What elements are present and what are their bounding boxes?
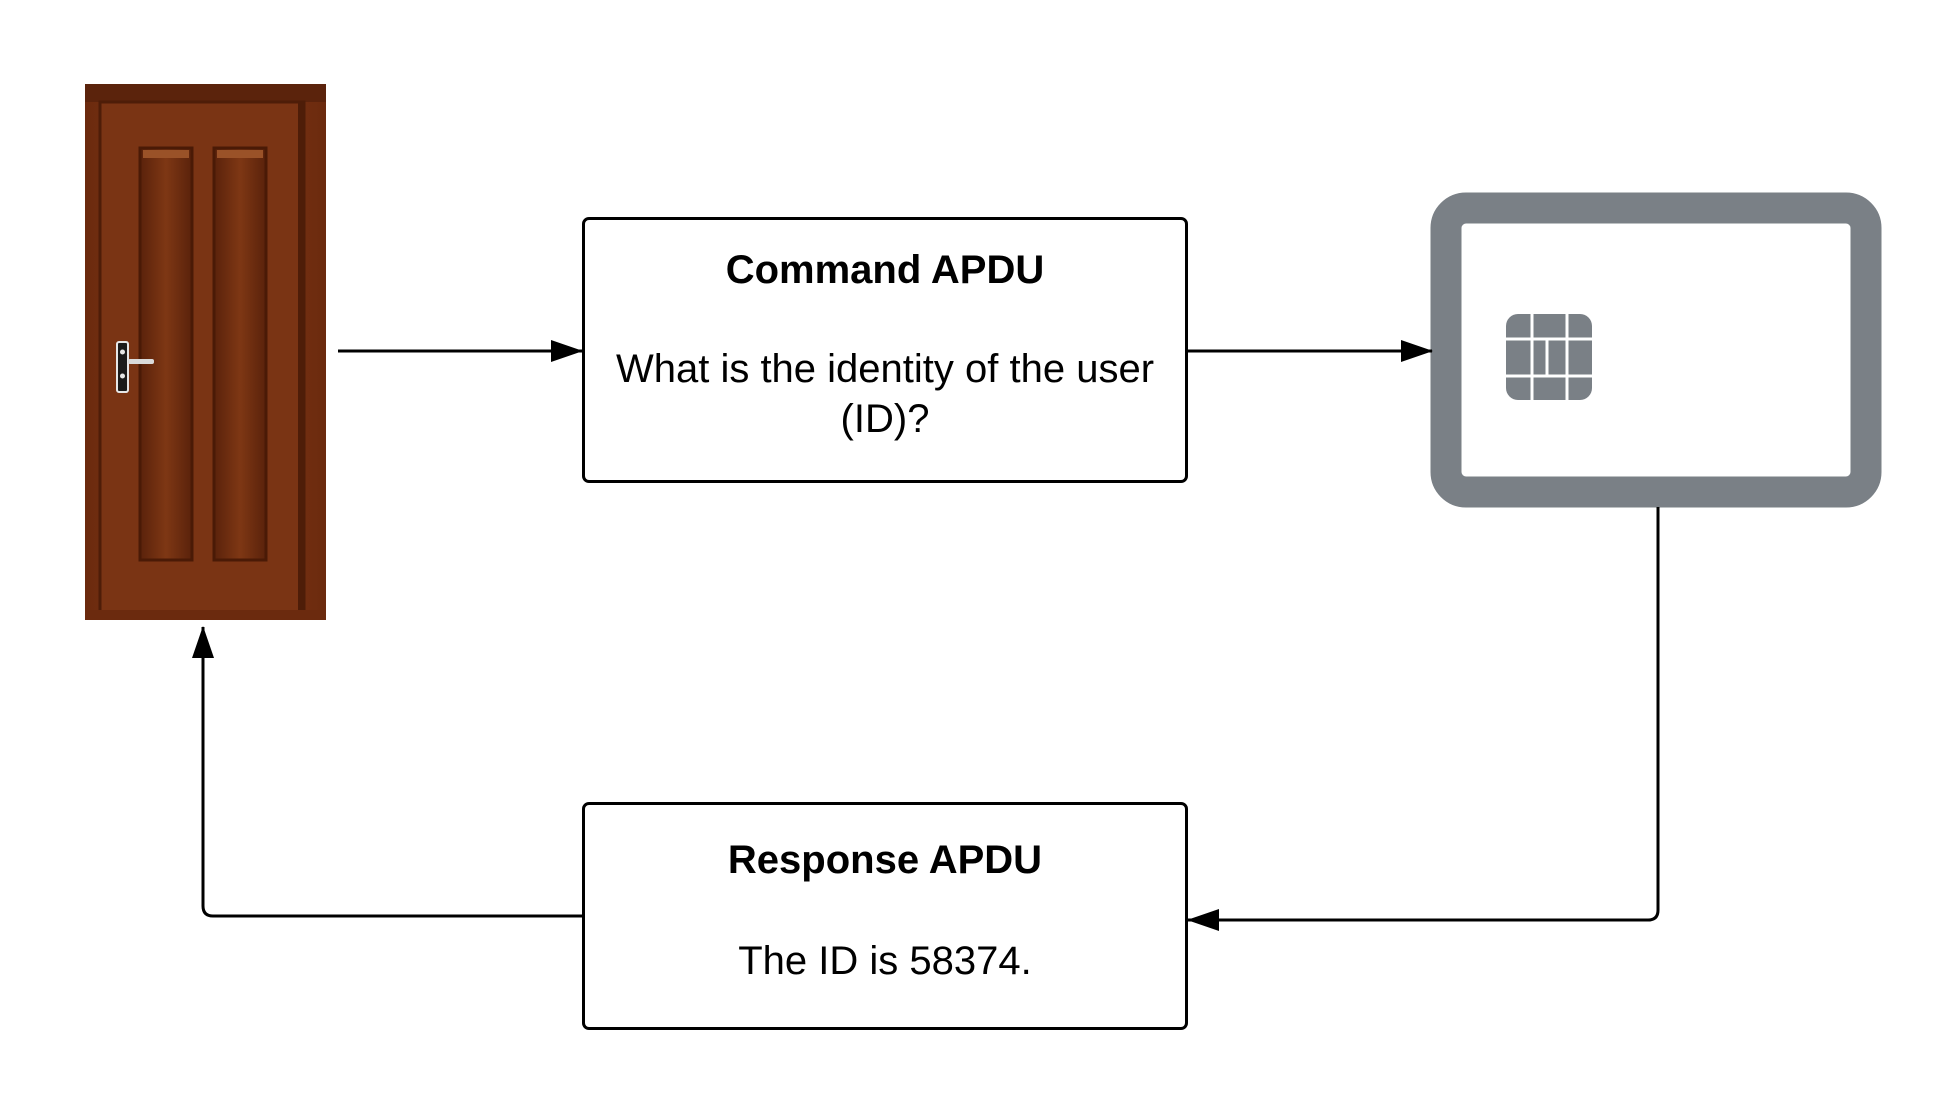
connector-response-to-door [192,626,582,918]
connector-card-to-response [1187,507,1660,931]
response-apdu-box: Response APDU The ID is 58374. [582,802,1188,1030]
command-apdu-box: Command APDU What is the identity of the… [582,217,1188,483]
chip-icon [1506,314,1592,400]
smart-card-icon [1430,192,1882,508]
command-apdu-text: What is the identity of the user (ID)? [615,347,1155,441]
command-apdu-title: Command APDU [725,248,1045,292]
response-apdu-title: Response APDU [727,838,1043,882]
door-icon [85,84,326,620]
response-apdu-text: The ID is 58374. [738,939,1032,983]
